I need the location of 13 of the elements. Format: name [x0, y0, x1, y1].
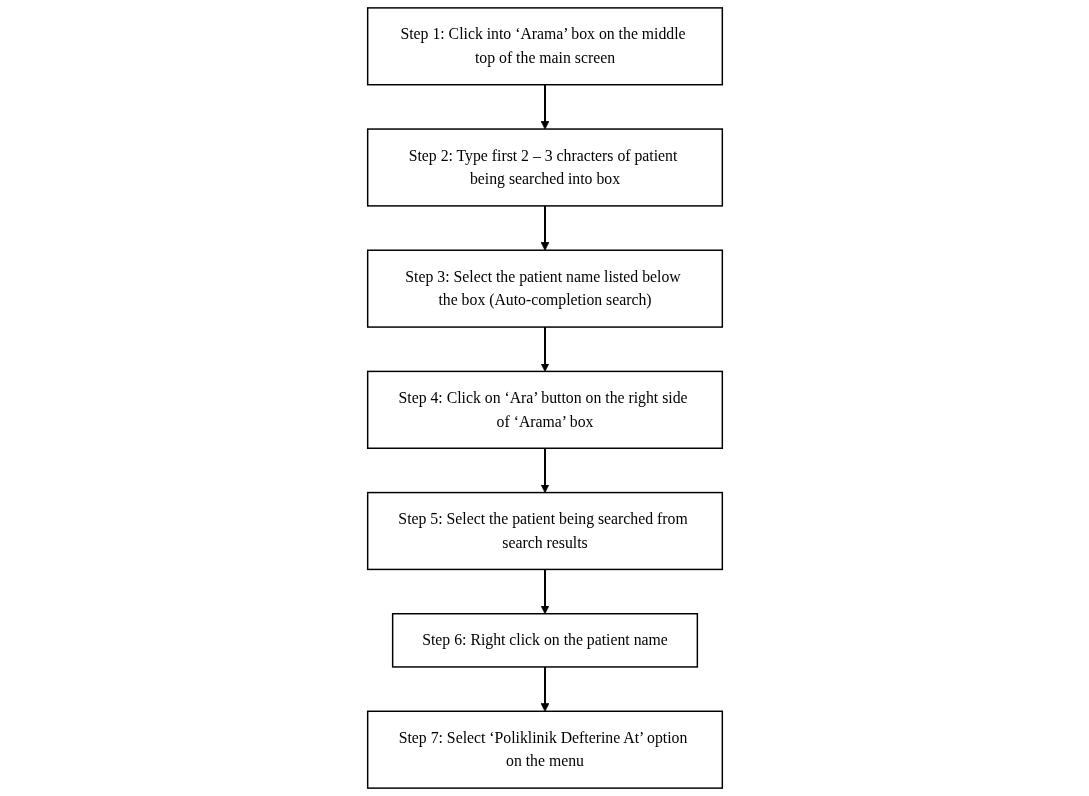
node-box: Step 2: Type first 2 – 3 chracters of patient being searched into box [366, 128, 723, 207]
node-box: Step 1: Click into ‘Arama’ box on the middle top of the main screen [366, 7, 723, 86]
node-box: Step 5: Select the patient being searched from search results [366, 491, 723, 571]
arrow [540, 83, 549, 130]
arrow [540, 447, 549, 493]
arrow [540, 326, 549, 372]
node-box: Step 3: Select the patient name listed below the box (Auto-completion search) [366, 249, 723, 328]
arrow [540, 204, 549, 251]
arrow [540, 665, 549, 712]
node-box: Step 6: Right click on the patient name [391, 613, 698, 668]
arrow [540, 568, 549, 615]
node-box: Step 7: Select ‘Poliklinik Defterine At’ option on the menu [366, 710, 723, 789]
node-box: Step 4: Click on ‘Ara’ button on the right side of ‘Arama’ box [366, 370, 723, 449]
